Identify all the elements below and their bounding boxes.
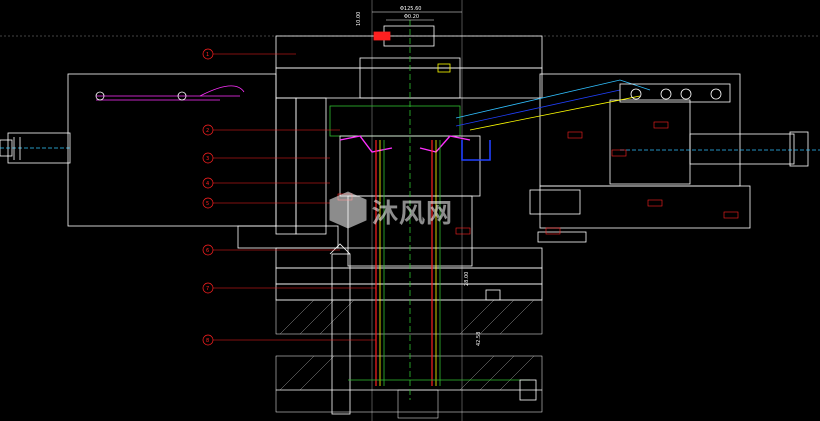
callout-3-label: 3 [206, 156, 209, 162]
callout-7: 7 [202, 282, 376, 294]
dimension-mid: Φ0.20 [404, 14, 419, 20]
callout-2: 2 [202, 124, 340, 136]
watermark-logo-icon [329, 191, 367, 229]
callout-4-label: 4 [206, 181, 209, 187]
callout-2-label: 2 [206, 128, 209, 134]
callout-6-label: 6 [206, 248, 209, 254]
watermark: 沐风网 [329, 191, 453, 229]
callout-5-label: 5 [206, 201, 209, 207]
hatched-plates [275, 299, 543, 419]
callout-3: 3 [202, 152, 330, 164]
callout-8-label: 8 [206, 338, 209, 344]
left-cylinder [0, 132, 71, 164]
callout-7-label: 7 [206, 286, 209, 292]
left-arm-housing [67, 73, 277, 227]
callout-1-label: 1 [206, 52, 209, 58]
callout-1: 1 [202, 48, 296, 60]
dimension-top: Φ125.60 [400, 6, 421, 12]
main-body-left [237, 35, 543, 301]
callout-4: 4 [202, 177, 330, 189]
callout-8: 8 [202, 334, 376, 346]
dimension-side: 10.00 [356, 12, 362, 26]
central-mechanism [329, 20, 530, 415]
callout-6: 6 [202, 244, 340, 256]
callout-5: 5 [202, 197, 330, 209]
callouts: 1 2 3 4 5 6 7 [202, 48, 376, 346]
dimension-v1: 28.00 [464, 272, 470, 286]
right-structure [455, 73, 820, 401]
watermark-text: 沐风网 [372, 199, 453, 229]
dimension-v2: 42.58 [476, 332, 482, 346]
dimensions: Φ125.60 Φ0.20 10.00 28.00 42.58 [356, 6, 482, 346]
